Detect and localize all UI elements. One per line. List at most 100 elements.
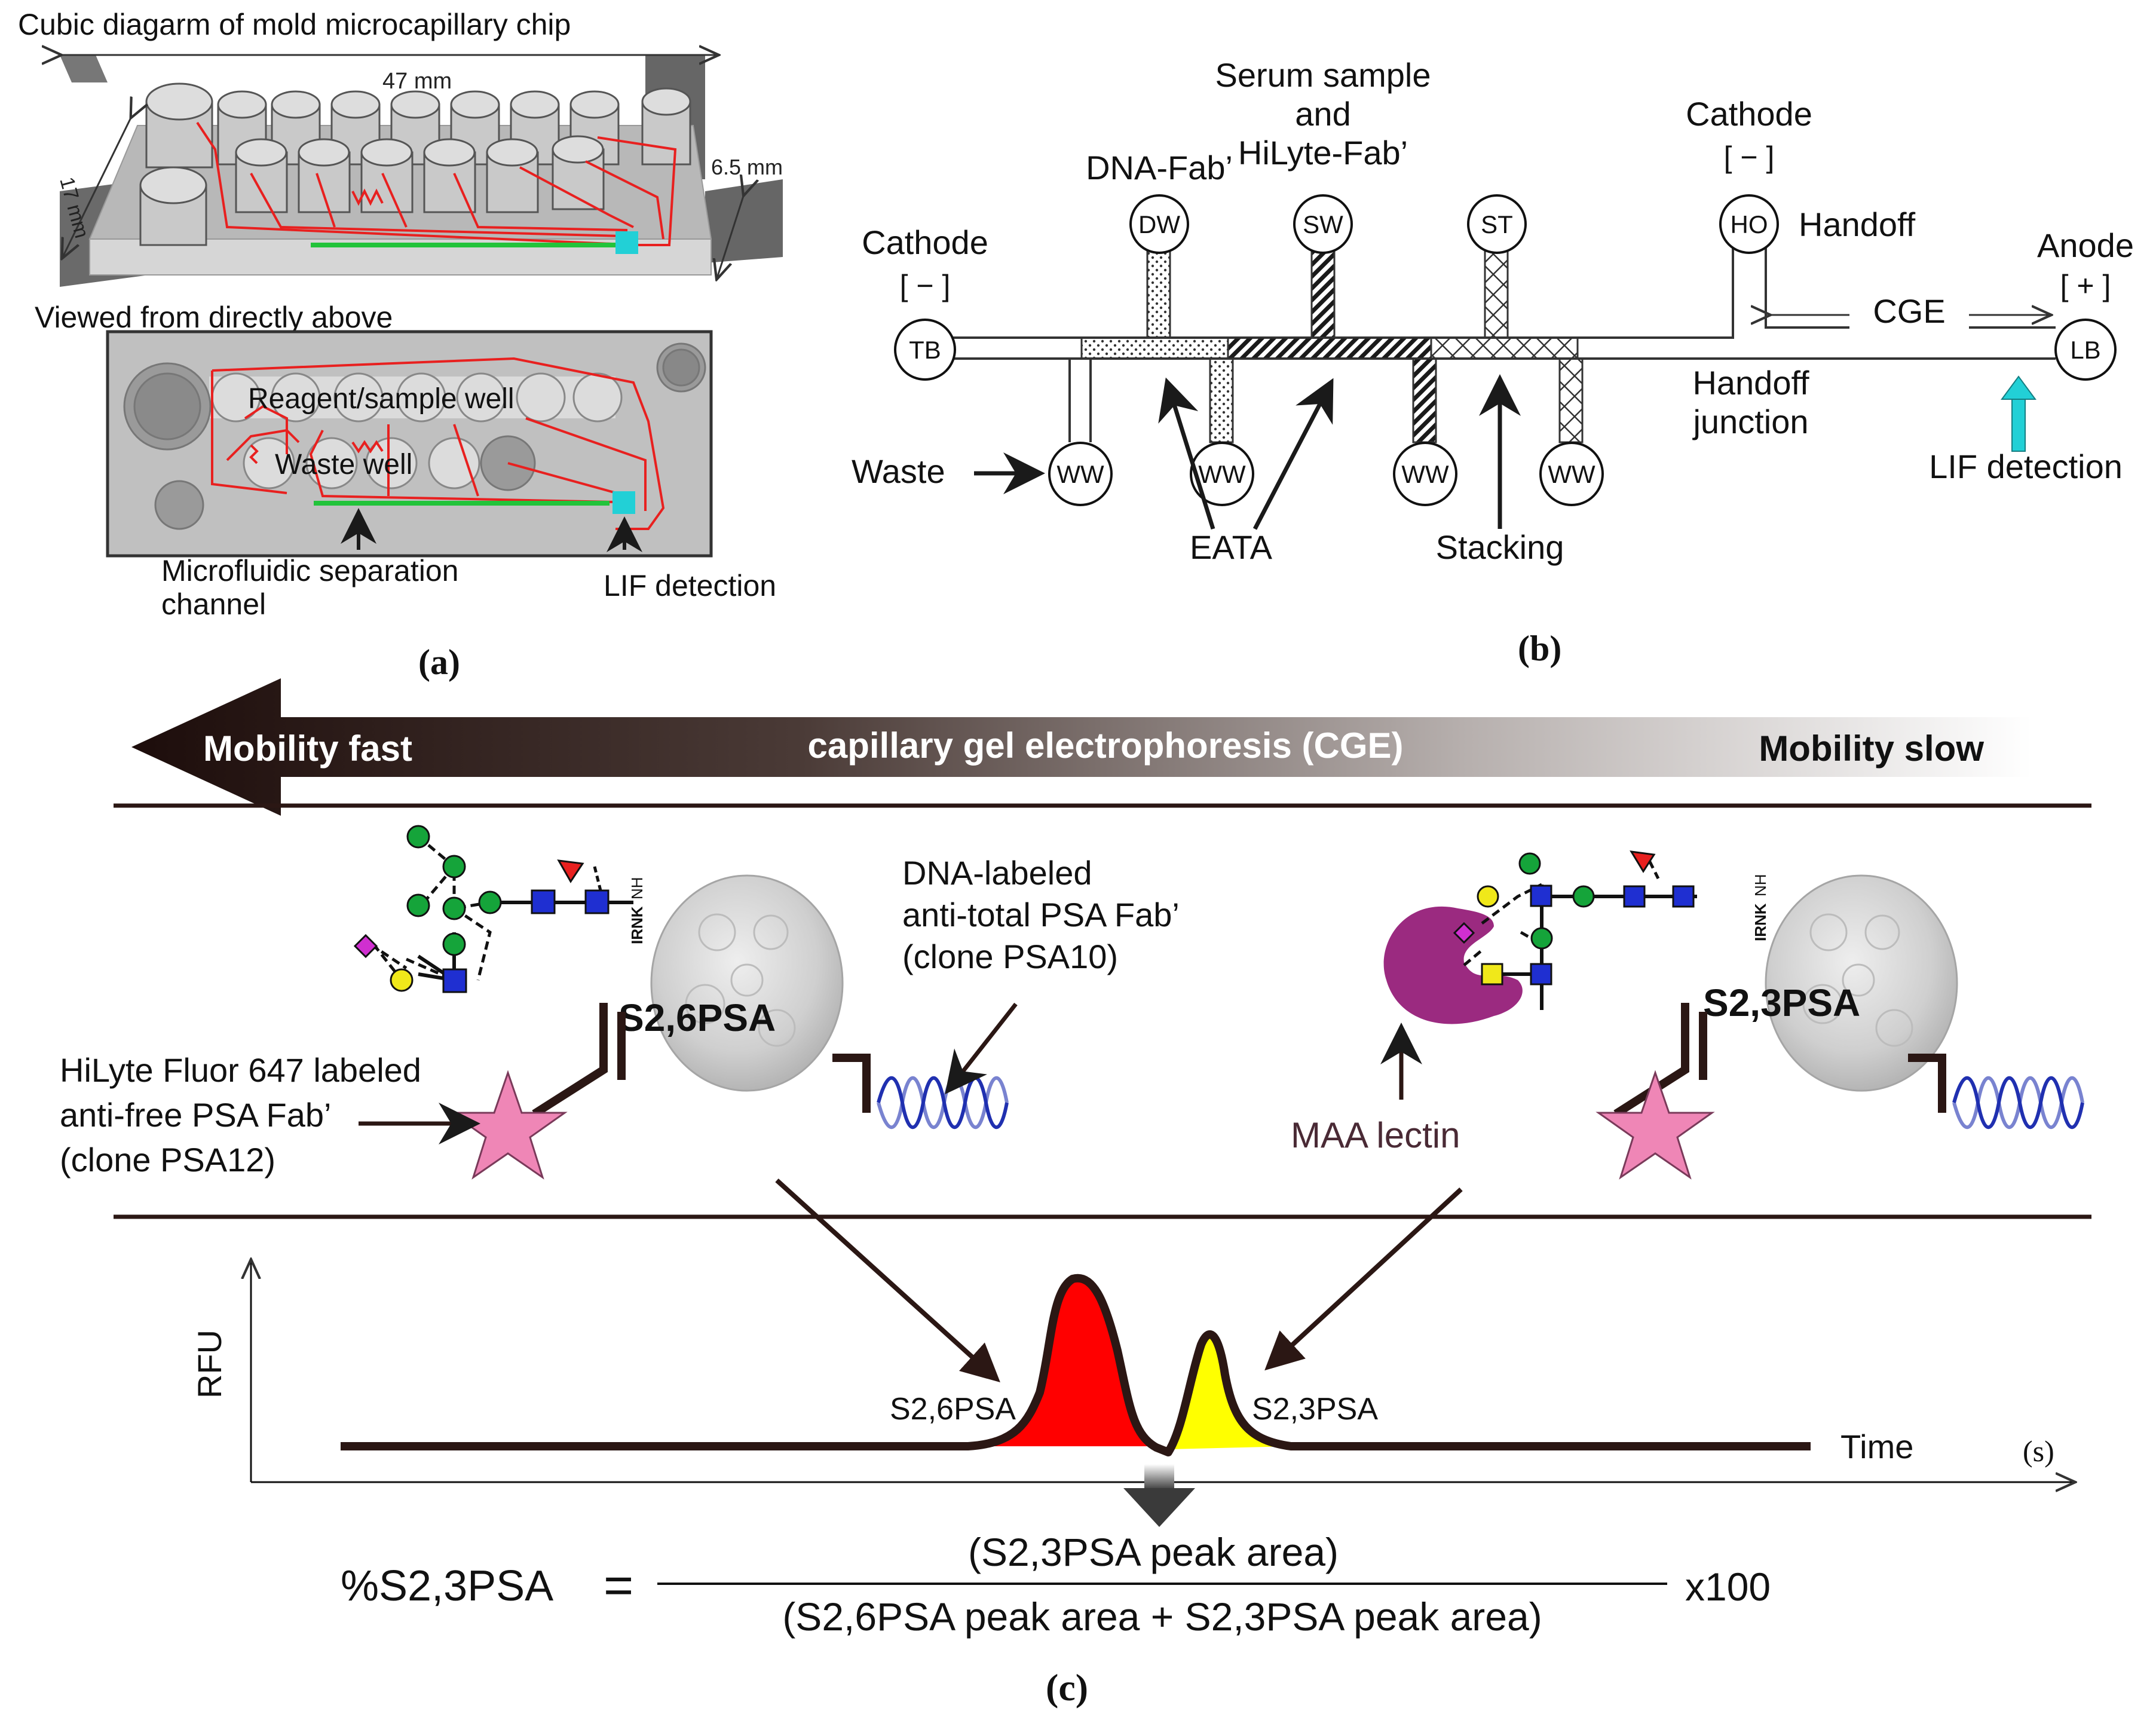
waste-label: Waste [852, 452, 945, 490]
serum-label-line2: and [1295, 95, 1350, 133]
dna-fab-label: DNA-Fab’ [1086, 149, 1233, 186]
antibody-fab-right-hilyte [1613, 1003, 1707, 1118]
eata-label: EATA [1190, 528, 1273, 566]
chip-3d-wells [139, 82, 691, 246]
panel-a-title: Cubic diagarm of mold microcapillary chi… [18, 8, 571, 41]
well-lb: LB [2070, 336, 2100, 364]
well-circles [894, 194, 2117, 506]
well-ho: HO [1731, 210, 1768, 238]
well-dw: DW [1138, 210, 1180, 238]
panel-b: TB DW SW ST HO LB WW WW WW WW Cathode [ … [852, 56, 2134, 668]
down-arrow [1123, 1464, 1195, 1527]
nh-right: NH [1751, 874, 1769, 896]
dna-helix-right-2 [1952, 1076, 2084, 1130]
branch-st [1484, 250, 1509, 339]
branch-sw [1310, 250, 1336, 339]
well-st: ST [1481, 210, 1513, 238]
top-view-title: Viewed from directly above [35, 301, 393, 334]
electropherogram-trace [341, 1274, 1811, 1456]
mobility-fast-label: Mobility fast [203, 729, 412, 769]
s26-complex: IRNK NH S2,6PSA [353, 825, 1009, 1180]
chip-3d-lif-window [615, 231, 638, 254]
well-ww-4: WW [1548, 460, 1595, 488]
waste-well-label: Waste well [275, 449, 412, 480]
pointer-s26-to-peak [775, 1179, 1000, 1383]
top-view-lif-window [612, 491, 635, 514]
cathode-right-label: Cathode [1686, 95, 1812, 133]
well-tb: TB [909, 336, 941, 364]
peak-s26-label: S2,6PSA [890, 1392, 1016, 1427]
formula: %S2,3PSA = (S2,3PSA peak area) (S2,6PSA … [341, 1530, 1771, 1639]
well-ww-1: WW [1056, 460, 1104, 488]
separation-label-line2: channel [161, 587, 266, 621]
nh-left: NH [628, 877, 646, 899]
serum-label-line3: HiLyte-Fab’ [1238, 134, 1408, 172]
dna-helix-left-2 [877, 1076, 1009, 1130]
branch-ww-2 [1209, 357, 1234, 443]
electropherogram: RFU Time (s) S2,6PSA S2,3PSA [191, 1261, 2074, 1482]
x-axis-label: Time [1840, 1428, 1913, 1465]
dim-width-label: 47 mm [382, 69, 452, 94]
handoff-junction-line1: Handoff [1692, 364, 1809, 402]
lif-label-a: LIF detection [604, 569, 776, 602]
cge-banner-label: capillary gel electrophoresis (CGE) [807, 726, 1403, 766]
dna-fab-line1: DNA-labeled [902, 854, 1092, 892]
maa-lectin-label: MAA lectin [1291, 1115, 1460, 1155]
peptide-left: IRNK [628, 906, 646, 944]
hilyte-line1: HiLyte Fluor 647 labeled [60, 1051, 421, 1089]
protein-texture-right [1802, 913, 1913, 1047]
lif-label-b: LIF detection [1929, 448, 2123, 485]
mobility-slow-label: Mobility slow [1759, 729, 1984, 769]
branch-ww-3 [1412, 357, 1437, 443]
protein-texture-left [685, 913, 796, 1047]
pointer-s23-to-peak [1264, 1187, 1463, 1371]
formula-denominator: (S2,6PSA peak area + S2,3PSA peak area) [782, 1594, 1542, 1639]
branch-dw [1146, 250, 1171, 339]
segment-sample-zone [1227, 336, 1432, 360]
dim-height-line [717, 194, 744, 278]
y-axis-label: RFU [191, 1330, 228, 1398]
segment-stacking-zone [1430, 336, 1579, 360]
psa-protein-left [650, 874, 844, 1092]
dna-fab-line3: (clone PSA10) [902, 938, 1118, 975]
cathode-left-label: Cathode [862, 224, 988, 261]
antibody-fab-right-dna [1908, 1054, 1946, 1113]
eata-arrow-2 [1252, 378, 1334, 530]
segment-dna-zone [1080, 336, 1229, 360]
anode-label: Anode [2037, 227, 2134, 264]
chip-3d-channels [196, 121, 677, 246]
formula-equals: = [604, 1557, 633, 1614]
chip-top-view: Reagent/sample well Waste well [106, 330, 713, 558]
cge-label: CGE [1873, 292, 1945, 330]
glycan-right: IRNK NH [1453, 850, 1769, 1010]
panel-a: Cubic diagarm of mold microcapillary chi… [18, 8, 783, 682]
panel-c: Mobility fast capillary gel electrophore… [60, 678, 2091, 1709]
handoff-junction-line2: junction [1692, 403, 1808, 440]
lif-arrow-b [2001, 375, 2036, 452]
antibody-fab-left-dna [832, 1054, 871, 1113]
panel-a-caption: (a) [418, 642, 460, 682]
dna-fab-line2: anti-total PSA Fab’ [902, 896, 1180, 934]
panel-b-caption: (b) [1518, 629, 1561, 668]
x-axis-unit: (s) [2023, 1434, 2054, 1468]
hilyte-line2: anti-free PSA Fab’ [60, 1096, 331, 1134]
well-ww-2: WW [1198, 460, 1246, 488]
s23-complex: IRNK NH S2,3PSA [1383, 850, 2084, 1180]
mobility-banner: Mobility fast capillary gel electrophore… [131, 678, 2032, 816]
s26-complex-label: S2,6PSA [618, 996, 776, 1039]
reagent-well-label: Reagent/sample well [248, 383, 514, 415]
s23-complex-label: S2,3PSA [1703, 981, 1860, 1024]
cathode-left-sign: [ − ] [900, 269, 951, 302]
antibody-fab-left-hilyte [532, 1003, 626, 1118]
anode-sign: [ + ] [2060, 269, 2111, 302]
separation-label-line1: Microfluidic separation [161, 554, 458, 587]
serum-label-line1: Serum sample [1215, 56, 1431, 94]
formula-multiplier: x100 [1685, 1565, 1771, 1609]
peak-s23-label: S2,3PSA [1252, 1392, 1378, 1427]
branch-ww-4 [1558, 357, 1584, 443]
formula-numerator: (S2,3PSA peak area) [968, 1530, 1339, 1574]
peptide-right: IRNK [1751, 903, 1769, 941]
cathode-right-sign: [ − ] [1724, 140, 1775, 174]
hilyte-star-right [1595, 1070, 1715, 1180]
dim-depth-line [63, 117, 131, 257]
